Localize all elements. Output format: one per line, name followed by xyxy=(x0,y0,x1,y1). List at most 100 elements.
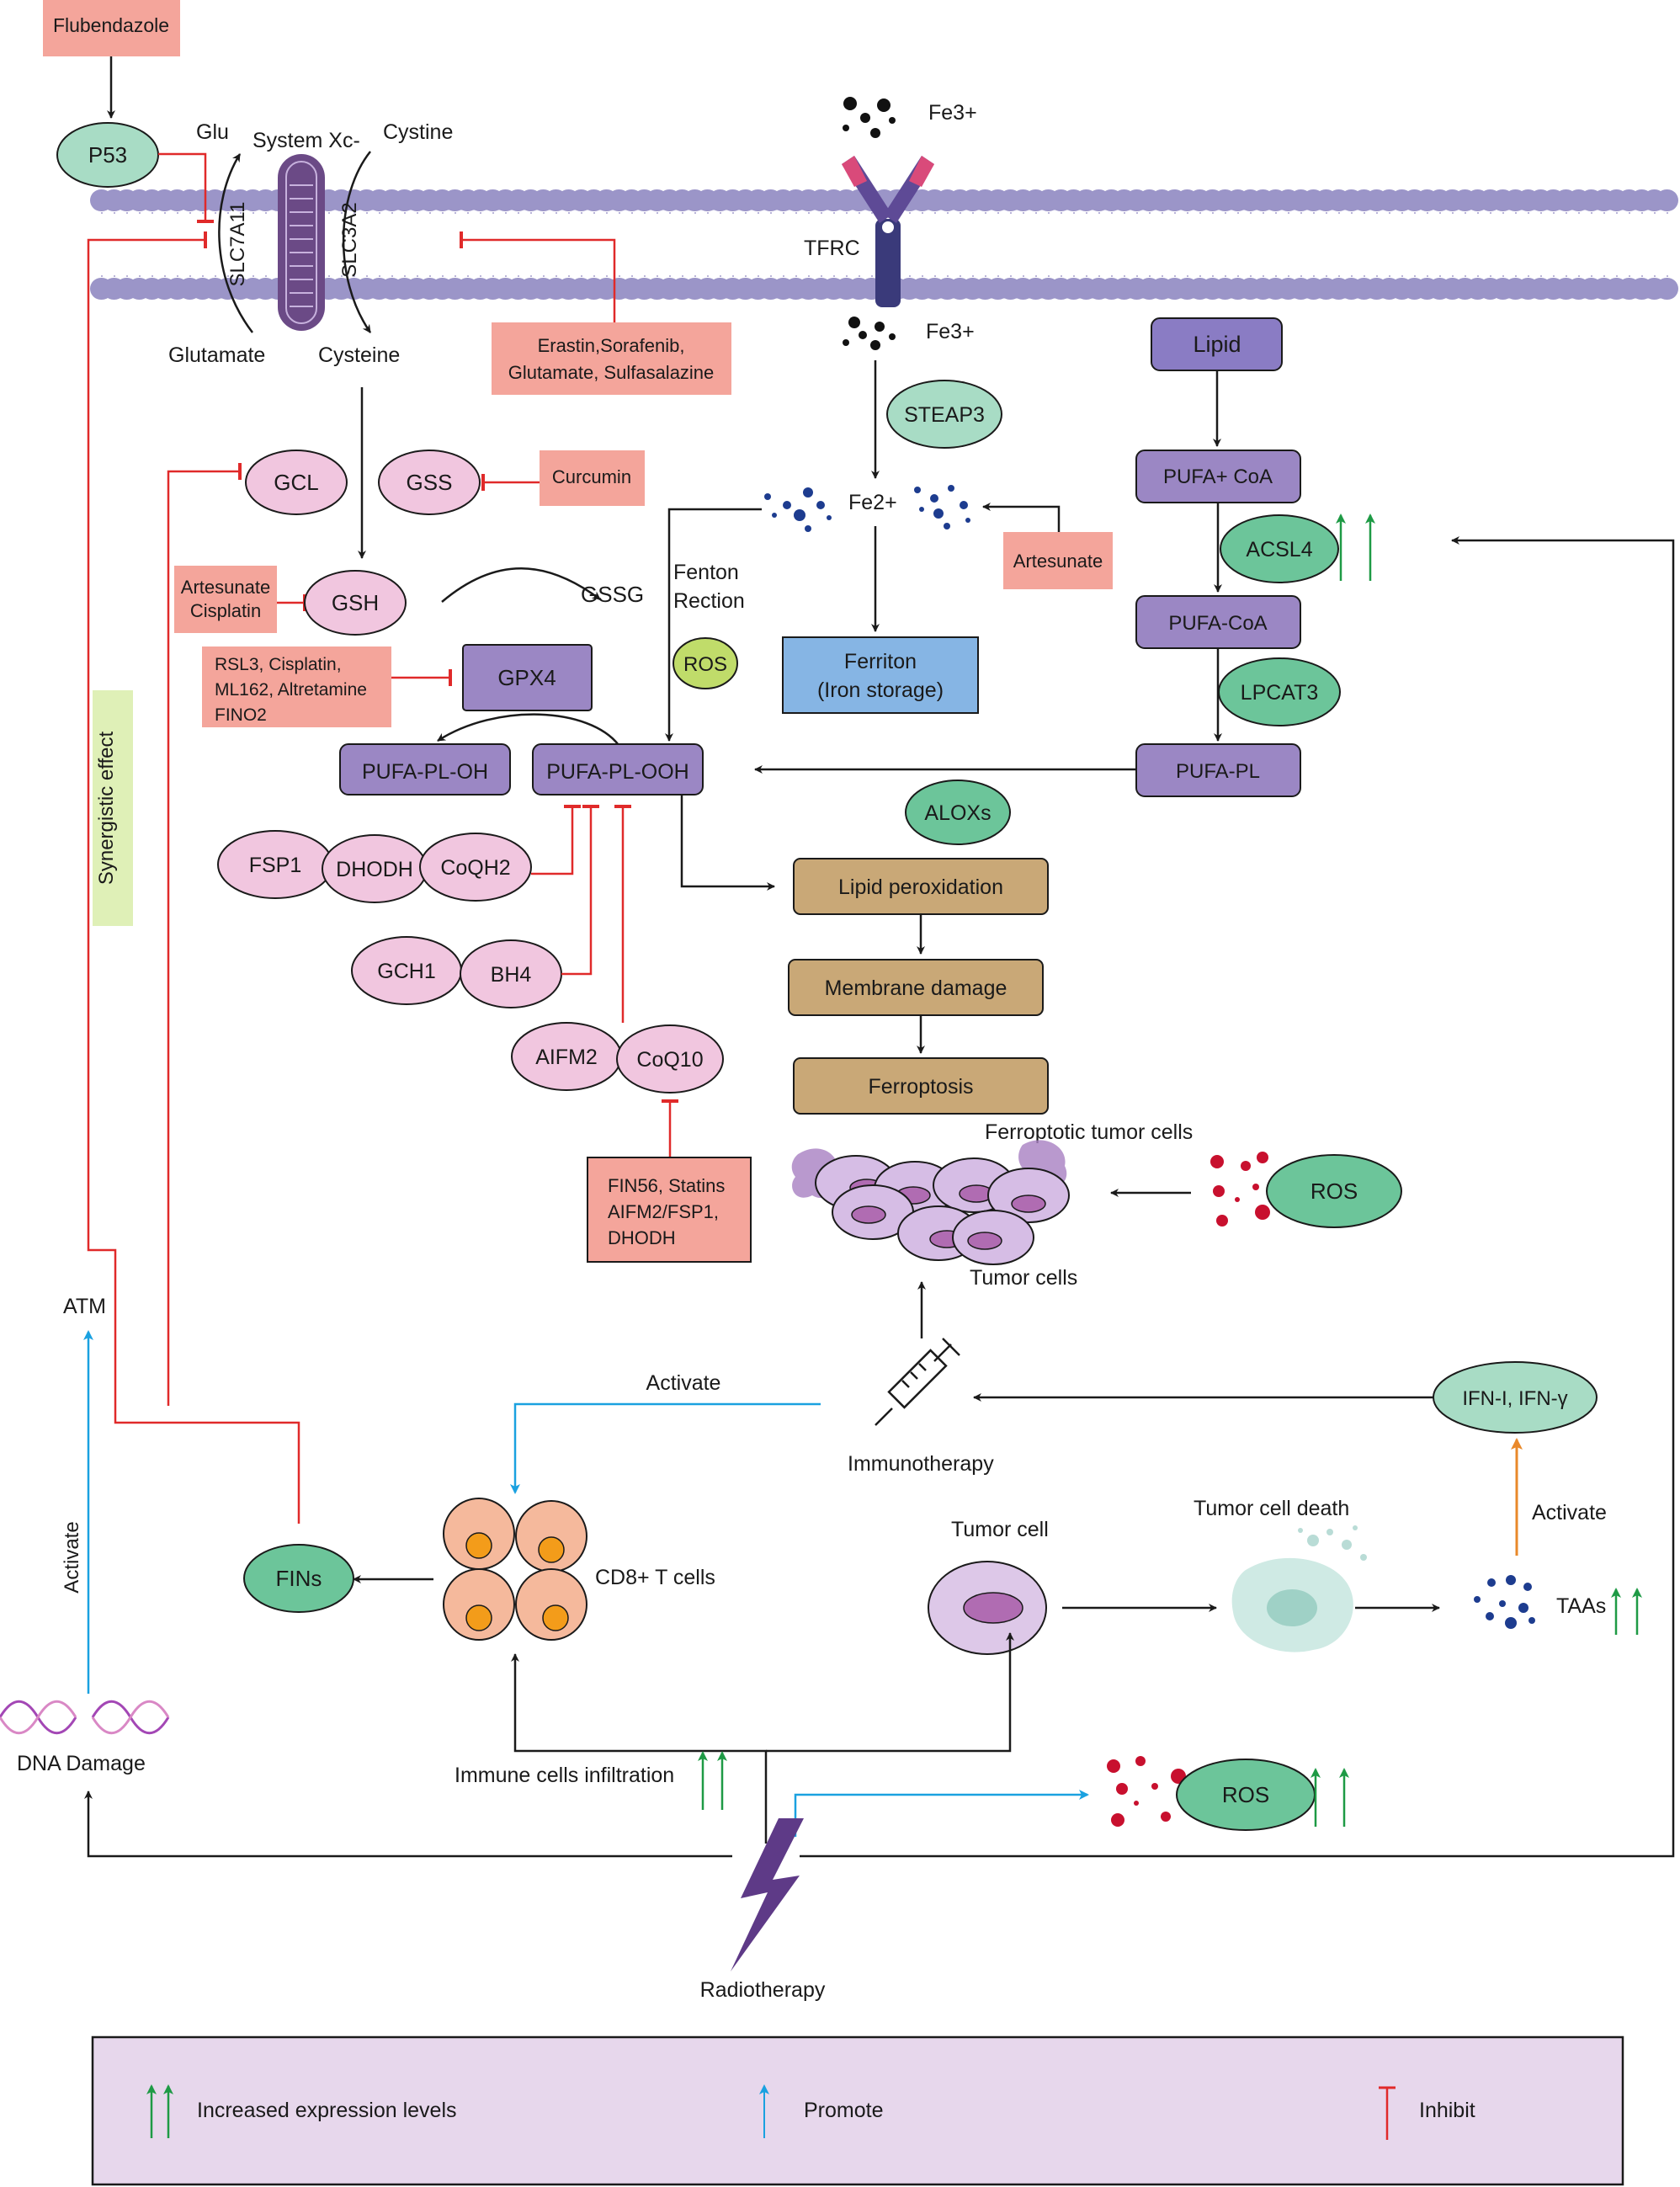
gpx4-inhibitors-line3: FINO2 xyxy=(215,705,267,725)
dying-cell-icon xyxy=(1231,1525,1367,1652)
glu-label: Glu xyxy=(196,120,229,144)
gsh-inhibitors-line1: Artesunate xyxy=(181,577,270,598)
gpx4-inhibitors-box xyxy=(202,647,391,727)
ros-radio-label: ROS xyxy=(1222,1782,1269,1807)
fin56-line1: FIN56, Statins xyxy=(608,1175,725,1196)
fenton-line1: Fenton xyxy=(673,561,739,584)
coq10-label: CoQ10 xyxy=(636,1048,703,1072)
cd8-label: CD8+ T cells xyxy=(595,1566,715,1589)
fin56-box xyxy=(587,1157,752,1263)
pufa-pl-label: PUFA-PL xyxy=(1176,760,1260,783)
tumor-cells-label: Tumor cells xyxy=(970,1266,1077,1290)
pufa-pl-ooh-label: PUFA-PL-OOH xyxy=(546,760,688,784)
pufa-pl-oh-box xyxy=(339,743,511,796)
gpx4-label: GPX4 xyxy=(497,665,556,690)
membrane-damage-box xyxy=(788,959,1044,1016)
steap3-node xyxy=(886,380,1002,449)
activate-ifn-label: Activate xyxy=(1532,1501,1607,1525)
xc-inhibitors-line2: Glutamate, Sulfasalazine xyxy=(508,362,715,383)
fe3-top-label: Fe3+ xyxy=(928,101,977,125)
tfrc-label: TFRC xyxy=(804,237,860,260)
dhodh-label: DHODH xyxy=(336,858,413,881)
glutamate-label: Glutamate xyxy=(168,343,265,367)
ferroptotic-tumor-cells-label: Ferroptotic tumor cells xyxy=(985,1120,1193,1144)
artesunate-fe-label: Artesunate xyxy=(1013,551,1103,572)
coqh2-node xyxy=(419,833,532,902)
radiotherapy-label: Radiotherapy xyxy=(700,1978,826,2002)
pufa-pl-ooh-box xyxy=(532,743,704,796)
tumor-cell-death-label: Tumor cell death xyxy=(1194,1497,1349,1520)
pufa-pl-oh-label: PUFA-PL-OH xyxy=(362,760,488,784)
artesunate-fe-box xyxy=(1003,532,1113,589)
gss-label: GSS xyxy=(407,470,453,495)
flubendazole-label: Flubendazole xyxy=(53,14,169,36)
fin56-line3: DHODH xyxy=(608,1227,676,1248)
gpx4-inhibitors-line1: RSL3, Cisplatin, xyxy=(215,655,342,674)
tumor-cell-label: Tumor cell xyxy=(951,1518,1049,1541)
lipid-peroxidation-label: Lipid peroxidation xyxy=(838,875,1003,899)
gsh-inhibitors-box xyxy=(174,566,277,633)
ros-tumor-dots xyxy=(1210,1152,1270,1227)
tumor-cells-cluster xyxy=(791,1140,1070,1265)
fe3-top-dots xyxy=(843,97,896,138)
legend-increase-label: Increased expression levels xyxy=(197,2099,457,2122)
slc7a11-label: SLC7A11 xyxy=(226,202,249,287)
p53-label: P53 xyxy=(88,142,127,168)
aloxs-label: ALOXs xyxy=(924,801,991,825)
lightning-bolt-icon xyxy=(731,1818,804,1971)
ferroptosis-box xyxy=(793,1057,1049,1115)
legend: Increased expression levels Promote Inhi… xyxy=(91,2035,1624,2186)
system-xc-transporter xyxy=(218,151,372,333)
ferroptosis-label: Ferroptosis xyxy=(868,1075,973,1099)
taas-dots xyxy=(1474,1575,1535,1629)
fe3-bottom-label: Fe3+ xyxy=(926,320,975,343)
lpcat3-node xyxy=(1218,657,1341,726)
ros-tumor-label: ROS xyxy=(1311,1179,1358,1204)
tumor-cell-nucleus xyxy=(963,1592,1023,1624)
legend-inhibit-label: Inhibit xyxy=(1419,2099,1475,2122)
fe2-dots-left xyxy=(764,487,832,532)
fe3-bottom-dots xyxy=(843,317,896,350)
bh4-label: BH4 xyxy=(491,963,532,987)
ferritin-box xyxy=(782,636,979,714)
atm-label: ATM xyxy=(63,1295,106,1318)
cysteine-label: Cysteine xyxy=(318,343,400,367)
ros-fenton-node xyxy=(673,637,738,689)
ros-radio-dots xyxy=(1107,1756,1186,1827)
tfrc-receptor xyxy=(842,156,934,307)
aifm2-label: AIFM2 xyxy=(535,1046,598,1069)
xc-inhibitors-line1: Erastin,Sorafenib, xyxy=(538,335,685,356)
curcumin-box xyxy=(540,450,645,506)
lipid-label: Lipid xyxy=(1193,332,1241,357)
fe2-label: Fe2+ xyxy=(848,491,897,514)
gpx4-inhibitors-line2: ML162, Altretamine xyxy=(215,680,367,700)
activate-immuno-label: Activate xyxy=(646,1371,721,1395)
pufa-coa-label: PUFA-CoA xyxy=(1168,612,1267,635)
lpcat3-label: LPCAT3 xyxy=(1241,681,1319,705)
acsl4-label: ACSL4 xyxy=(1246,538,1312,561)
coq10-node xyxy=(616,1024,724,1094)
steap3-label: STEAP3 xyxy=(904,403,985,427)
coqh2-label: CoQH2 xyxy=(440,856,510,880)
dna-damage-label: DNA Damage xyxy=(17,1752,146,1775)
aloxs-node xyxy=(905,780,1011,845)
membrane-damage-label: Membrane damage xyxy=(825,976,1007,1000)
gch1-label: GCH1 xyxy=(377,960,435,983)
synergistic-effect-box xyxy=(93,690,133,926)
ros-tumor-node xyxy=(1266,1154,1402,1228)
fenton-line2: Rection xyxy=(673,589,745,613)
acsl4-node xyxy=(1220,514,1339,583)
ifn-label: IFN-I, IFN-γ xyxy=(1462,1387,1567,1410)
fin56-line2: AIFM2/FSP1, xyxy=(608,1201,719,1222)
taas-label: TAAs xyxy=(1556,1594,1606,1618)
curcumin-label: Curcumin xyxy=(552,466,631,487)
ros-fenton-label: ROS xyxy=(683,653,727,676)
fsp1-label: FSP1 xyxy=(249,854,302,877)
gsh-label: GSH xyxy=(332,590,379,615)
synergistic-effect-label: Synergistic effect xyxy=(95,732,118,886)
activate-left-label: Activate xyxy=(61,1521,83,1593)
gsh-node xyxy=(304,570,407,636)
flubendazole-box xyxy=(43,0,180,56)
legend-promote-label: Promote xyxy=(804,2099,883,2122)
